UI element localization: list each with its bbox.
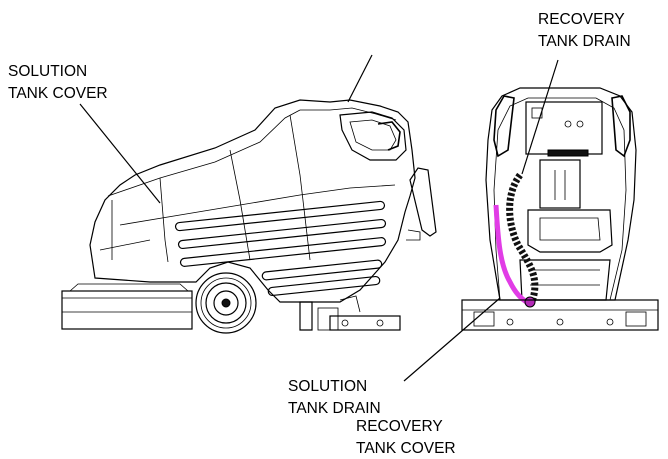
label-solution-tank-cover-line2: TANK COVER — [8, 85, 108, 102]
label-recovery-tank-cover-line1: RECOVERY — [356, 418, 442, 435]
side-view-wheel — [195, 272, 257, 334]
side-view-machine — [61, 99, 437, 334]
leader-solution-tank-drain — [403, 297, 501, 382]
leader-recovery-tank-drain — [521, 59, 559, 175]
leader-recovery-tank-cover — [347, 54, 373, 103]
label-recovery-tank-cover-line2: TANK COVER — [356, 440, 456, 457]
label-solution-tank-drain: SOLUTION TANK DRAIN — [288, 378, 381, 417]
label-recovery-tank-drain-line2: TANK DRAIN — [538, 33, 631, 50]
leader-lines — [79, 54, 559, 382]
side-vent-slots — [174, 200, 387, 297]
leader-solution-tank-cover — [79, 103, 161, 204]
label-solution-tank-cover: SOLUTION TANK COVER — [8, 63, 108, 102]
recovery-drain-hose — [506, 172, 539, 304]
label-solution-tank-cover-line1: SOLUTION — [8, 63, 87, 80]
label-recovery-tank-cover: RECOVERY TANK COVER — [356, 418, 456, 457]
label-solution-tank-drain-line2: TANK DRAIN — [288, 400, 381, 417]
label-recovery-tank-drain-line1: RECOVERY — [538, 11, 624, 28]
label-recovery-tank-drain: RECOVERY TANK DRAIN — [538, 11, 631, 50]
solution-drain-hose — [493, 204, 530, 306]
label-solution-tank-drain-line1: SOLUTION — [288, 378, 367, 395]
rear-view-machine — [461, 87, 659, 331]
